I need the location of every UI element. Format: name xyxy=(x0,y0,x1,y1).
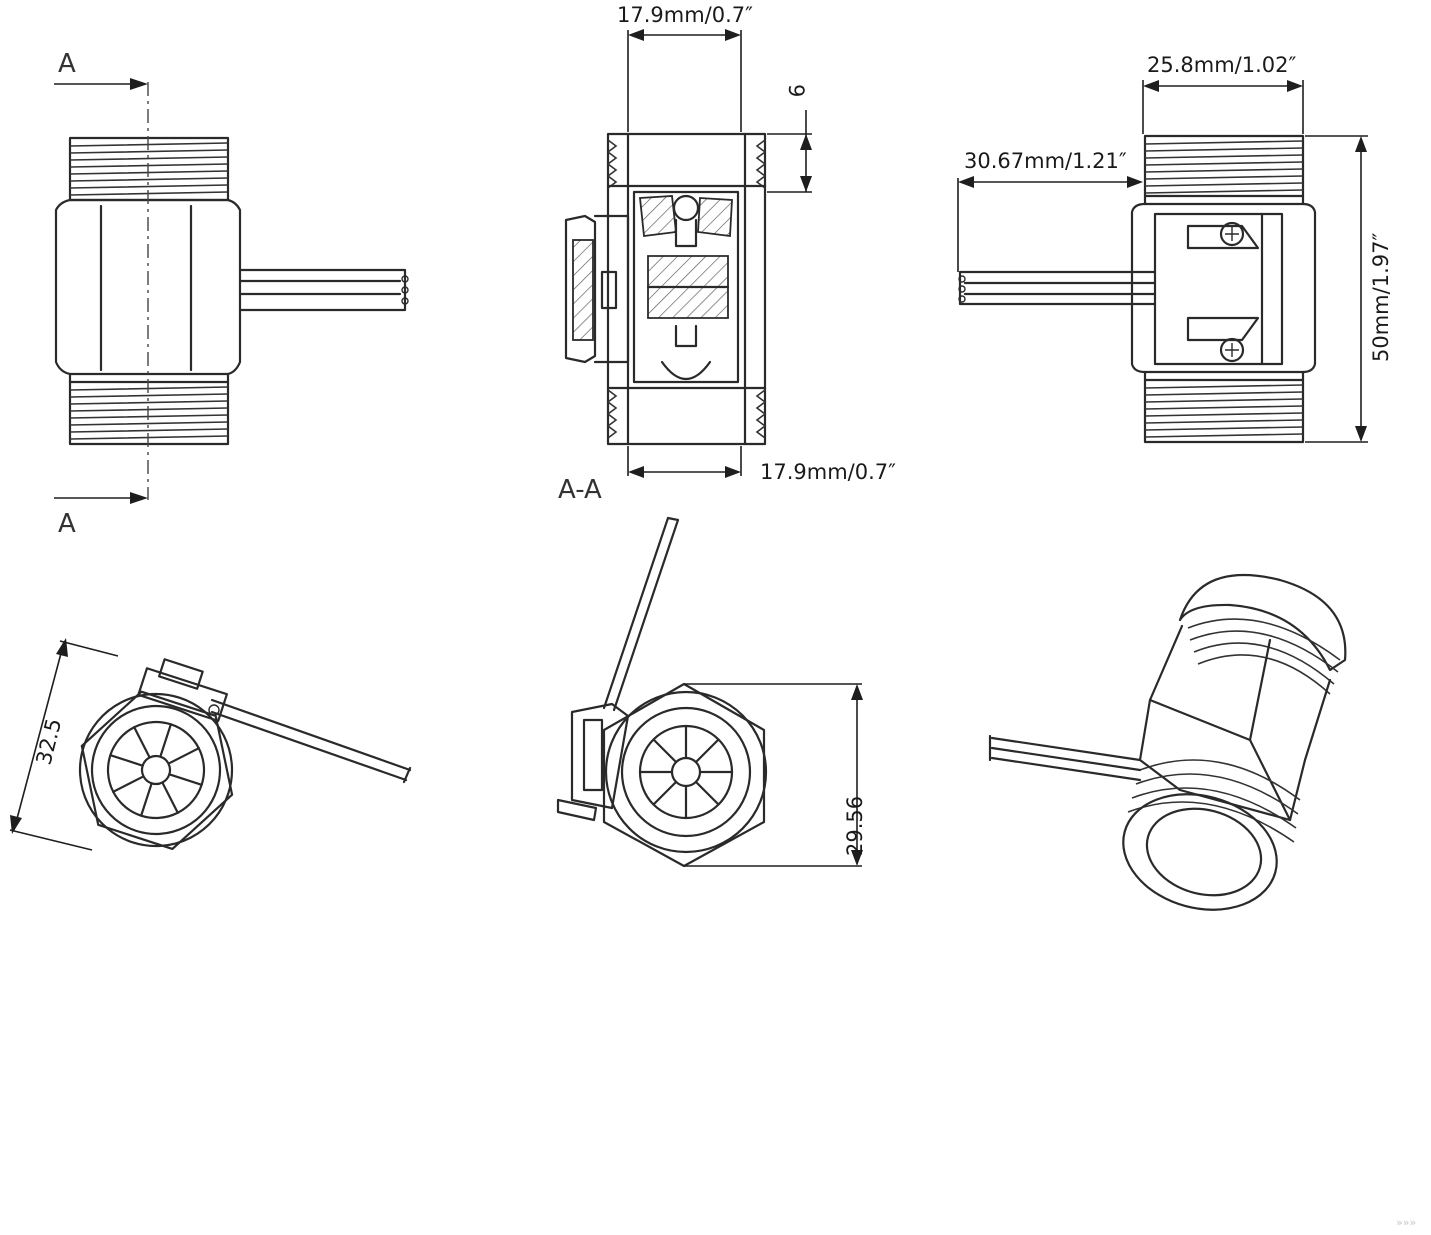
dim-top-width: 17.9mm/0.7″ xyxy=(617,3,753,132)
end-view-middle: 29.56 xyxy=(556,516,867,868)
dim-iso-left: 32.5 xyxy=(9,638,119,851)
dim-wire-offset-label: 30.67mm/1.21″ xyxy=(964,149,1127,173)
dim-wire-offset: 30.67mm/1.21″ xyxy=(957,149,1143,272)
front-view-hex-body xyxy=(54,198,242,376)
dim-total-height: 50mm/1.97″ xyxy=(1305,135,1393,443)
dim-end-view-height: 29.56 xyxy=(684,683,867,867)
dim-bottom-width: 17.9mm/0.7″ xyxy=(627,446,896,484)
front-view-wires xyxy=(238,268,409,312)
section-marker-bottom: A xyxy=(58,509,76,539)
watermark: »»» xyxy=(1396,1216,1416,1229)
dim-body-width-label: 25.8mm/1.02″ xyxy=(1147,53,1297,77)
front-view-bottom-thread xyxy=(68,372,230,446)
side-view-top-thread xyxy=(1143,134,1305,198)
dim-bottom-width-label: 17.9mm/0.7″ xyxy=(760,460,896,484)
side-view-wires xyxy=(958,270,1157,306)
screw-icon xyxy=(1219,337,1245,363)
dim-body-width: 25.8mm/1.02″ xyxy=(1142,53,1304,134)
side-view-sensor-plate xyxy=(1153,212,1284,366)
front-view: A A xyxy=(54,49,409,539)
dim-iso-left-label: 32.5 xyxy=(32,716,67,767)
dim-thread-length-label: 9 xyxy=(784,84,808,97)
dim-thread-length: 9 xyxy=(767,84,812,193)
side-view-bottom-thread xyxy=(1143,370,1305,444)
section-arrow-bottom: A xyxy=(54,492,148,539)
end-view-left: 32.5 xyxy=(9,638,412,851)
section-title: A-A xyxy=(558,475,602,505)
front-view-top-thread xyxy=(68,136,230,202)
section-view: 17.9mm/0.7″ 17.9mm/0.7″ 9 A-A xyxy=(558,3,896,505)
dim-end-view-height-label: 29.56 xyxy=(843,796,867,856)
screw-icon xyxy=(1219,221,1245,247)
dim-total-height-label: 50mm/1.97″ xyxy=(1369,233,1393,362)
section-view-sensor-housing xyxy=(564,214,630,364)
section-arrow-top: A xyxy=(54,49,148,90)
section-marker-top: A xyxy=(58,49,76,79)
dim-top-width-label: 17.9mm/0.7″ xyxy=(617,3,753,27)
side-view: 25.8mm/1.02″ 30.67mm/1.21″ 50mm/1.97″ xyxy=(957,53,1393,444)
isometric-view xyxy=(988,573,1347,911)
